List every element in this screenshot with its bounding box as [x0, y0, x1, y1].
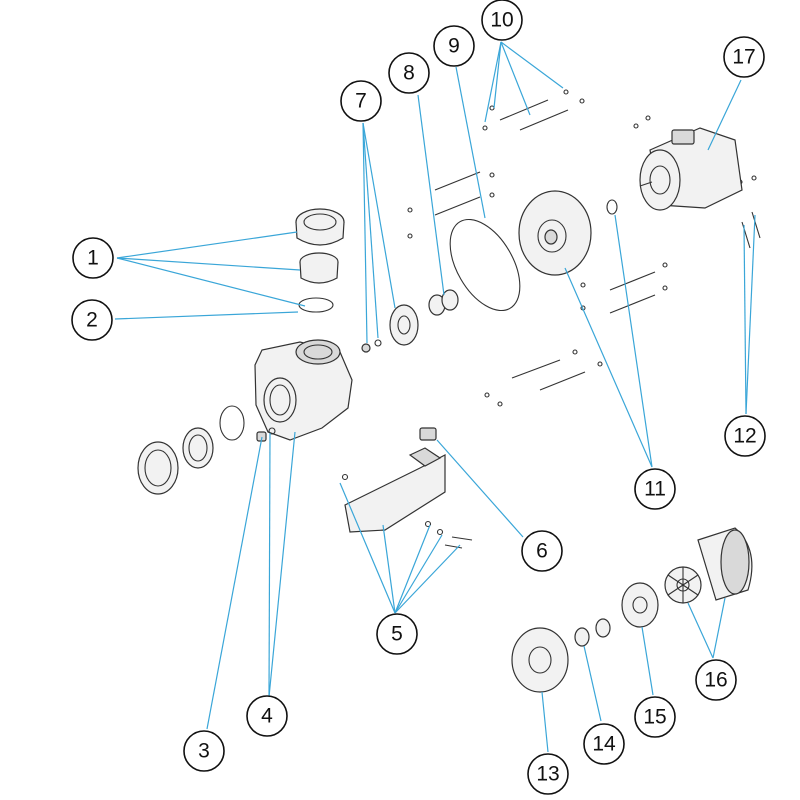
motor-end-flange — [511, 627, 569, 693]
callout-label-5: 5 — [391, 623, 403, 646]
fan-cover — [697, 527, 753, 601]
callout-16: 16 — [695, 659, 737, 701]
union-nut-left — [137, 441, 179, 495]
callout-10: 10 — [481, 0, 523, 41]
callout-label-1: 1 — [87, 247, 99, 270]
callout-label-12: 12 — [733, 425, 756, 448]
callout-label-4: 4 — [261, 705, 273, 728]
callout-4: 4 — [246, 695, 288, 737]
impeller — [389, 304, 419, 346]
long-bolts — [434, 99, 761, 391]
callout-9: 9 — [433, 25, 475, 67]
impeller-nut — [361, 339, 382, 353]
callout-3: 3 — [183, 730, 225, 772]
callout-14: 14 — [583, 723, 625, 765]
callout-13: 13 — [527, 753, 569, 795]
rubber-foot — [419, 427, 437, 441]
o-ring-top — [298, 297, 334, 313]
callout-label-3: 3 — [198, 740, 210, 763]
callout-label-9: 9 — [448, 35, 460, 58]
callout-label-11: 11 — [644, 478, 666, 501]
callout-label-15: 15 — [643, 706, 666, 729]
drain-plug — [256, 427, 276, 442]
flange-washer — [606, 199, 618, 215]
leader-lines — [114, 41, 756, 753]
end-shield — [621, 582, 659, 628]
union-tail — [299, 252, 339, 284]
callout-12: 12 — [724, 415, 766, 457]
union-nut-top — [295, 208, 345, 246]
callout-6: 6 — [521, 530, 563, 572]
callout-label-14: 14 — [592, 733, 616, 756]
callout-label-10: 10 — [490, 9, 513, 32]
pump-body — [254, 339, 353, 441]
large-o-ring — [449, 218, 521, 312]
union-tail-left — [182, 427, 214, 469]
callout-1: 1 — [72, 237, 114, 279]
base-fasteners — [341, 473, 473, 549]
callout-11: 11 — [634, 468, 676, 510]
callout-8: 8 — [388, 52, 430, 94]
callout-15: 15 — [634, 696, 676, 738]
callout-7: 7 — [340, 80, 382, 122]
callout-label-13: 13 — [536, 763, 559, 786]
callout-label-16: 16 — [704, 669, 727, 692]
seal-plate — [518, 190, 592, 276]
callout-label-6: 6 — [536, 540, 548, 563]
bearing — [574, 618, 611, 647]
callout-5: 5 — [376, 613, 418, 655]
callout-label-17: 17 — [732, 46, 755, 69]
callout-label-2: 2 — [86, 309, 98, 332]
callout-label-7: 7 — [355, 90, 367, 113]
o-ring-left — [219, 405, 245, 441]
pump-base — [344, 447, 446, 533]
motor — [639, 127, 743, 211]
callout-17: 17 — [723, 36, 765, 78]
callout-label-8: 8 — [403, 62, 415, 85]
callout-2: 2 — [71, 299, 113, 341]
cooling-fan — [664, 566, 702, 604]
mechanical-seal — [428, 289, 459, 316]
